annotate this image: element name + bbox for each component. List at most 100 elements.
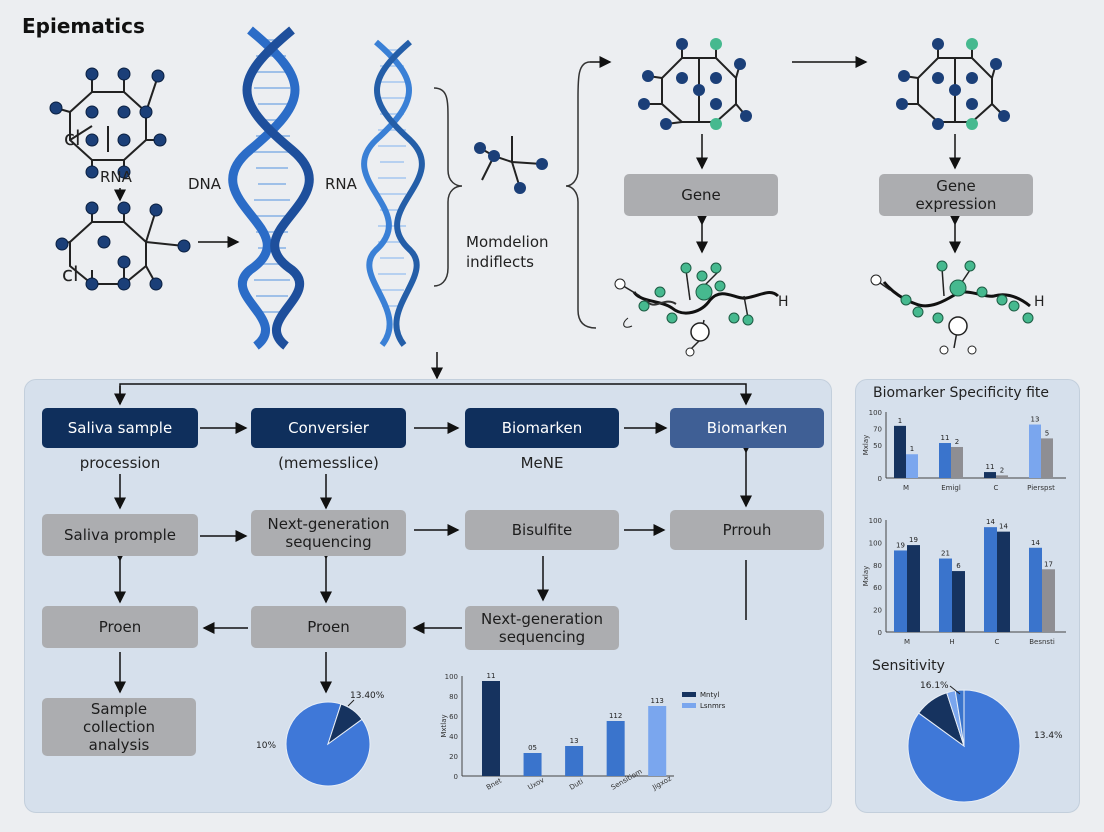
- prrouh-box[interactable]: Prrouh: [670, 510, 824, 550]
- dna-helix-icon: [228, 26, 314, 350]
- bar-data-label: 17: [1044, 560, 1053, 568]
- bar: [951, 446, 963, 478]
- bar: [565, 746, 584, 776]
- biomarker-chart-title: Biomarker Specificity fite: [873, 385, 1049, 401]
- bar-data-label: 1: [898, 417, 902, 425]
- x-tick-label: Pierspst: [1027, 484, 1055, 492]
- sample-collection-box[interactable]: Sample collection analysis: [42, 698, 196, 756]
- modulation-label: Momdelion indiflects: [466, 233, 549, 271]
- dna-helix-icon: [361, 39, 425, 347]
- bar-data-label: 6: [956, 562, 961, 570]
- bar: [894, 425, 906, 478]
- bar: [606, 721, 625, 776]
- bar: [523, 753, 542, 776]
- bar-data-label: 14: [999, 523, 1008, 531]
- top-illustration: [49, 26, 1034, 380]
- bar-data-label: 14: [1031, 539, 1040, 547]
- bar: [939, 558, 952, 632]
- bar: [1029, 424, 1041, 478]
- gene-box[interactable]: Gene: [624, 174, 778, 216]
- legend-label: Mntyl: [700, 691, 719, 699]
- ngs-box[interactable]: Next-generation sequencing: [251, 510, 406, 556]
- x-tick-label: M: [904, 638, 910, 646]
- page-title: Epiematics: [22, 14, 145, 38]
- y-tick-label: 100: [869, 409, 882, 417]
- bar-data-label: 11: [941, 434, 950, 442]
- bar: [648, 706, 667, 776]
- y-tick-label: 100: [869, 539, 882, 547]
- bar-data-label: 11: [487, 672, 496, 680]
- bar: [939, 443, 951, 478]
- sensitivity-title: Sensitivity: [872, 658, 945, 674]
- saliva-sample-box[interactable]: Saliva sample: [42, 408, 198, 448]
- biomarken-box-2[interactable]: Biomarken: [670, 408, 824, 448]
- x-tick-label: Bnet: [485, 777, 503, 792]
- y-tick-label: 100: [869, 517, 882, 525]
- protein-structure-icon: [870, 260, 1034, 355]
- bar: [1029, 547, 1042, 632]
- bar-data-label: 112: [609, 712, 622, 720]
- bar-data-label: 2: [955, 438, 959, 446]
- bar-data-label: 1: [910, 445, 914, 453]
- gene-expression-box[interactable]: Gene expression: [879, 174, 1033, 216]
- pie-slice: [327, 703, 363, 746]
- y-tick-label: 80: [873, 562, 882, 570]
- bar: [906, 454, 918, 478]
- bar: [996, 475, 1008, 478]
- pie-slice-label: 13.4%: [1034, 731, 1063, 741]
- y-tick-label: 70: [873, 426, 882, 434]
- bar: [482, 681, 500, 776]
- bisulfite-box[interactable]: Bisulfite: [465, 510, 619, 550]
- y-tick-label: 20: [449, 753, 458, 761]
- bar-data-label: 11: [986, 463, 995, 471]
- x-tick-label: H: [949, 638, 954, 646]
- bar-data-label: 13: [1031, 416, 1040, 424]
- biomarker-comparison-chart: 0206080100100Mxlay1919M216H1414C1417Besn…: [862, 517, 1066, 646]
- y-tick-label: 0: [454, 773, 458, 781]
- molecule-icon: [474, 136, 548, 194]
- y-tick-label: 20: [873, 607, 882, 615]
- pie-slice-label: 16.1%: [920, 681, 949, 691]
- y-tick-label: 80: [449, 693, 458, 701]
- conversier-box[interactable]: Conversier: [251, 408, 406, 448]
- x-tick-label: Besnsti: [1029, 638, 1055, 646]
- protein-structure-icon: [614, 262, 780, 357]
- bar: [907, 545, 920, 632]
- rna-label: RNA: [325, 175, 357, 193]
- proen-box[interactable]: Proen: [42, 606, 198, 648]
- bar: [1041, 438, 1053, 478]
- workflow-pie-chart: 10% 13.40%: [256, 691, 385, 787]
- bar-data-label: 21: [941, 550, 950, 558]
- bar: [997, 531, 1010, 632]
- pie-slice-label: 10%: [256, 741, 276, 751]
- leader-line: [949, 685, 961, 695]
- saliva-prompt-box[interactable]: Saliva promple: [42, 514, 198, 556]
- molecule-icon: [896, 38, 1010, 130]
- y-tick-label: 60: [873, 584, 882, 592]
- y-axis-label: Mxtlay: [440, 714, 448, 737]
- x-tick-label: Uxov: [527, 776, 546, 792]
- chlorine-label: cl: [64, 126, 81, 150]
- bar: [952, 571, 965, 632]
- biomarken-box[interactable]: Biomarken: [465, 408, 619, 448]
- y-tick-label: 100: [445, 673, 458, 681]
- bar: [1042, 569, 1055, 632]
- bar-data-label: 14: [986, 518, 995, 526]
- molecule-icon: [638, 38, 752, 130]
- workflow-bar-chart: 020406080100Mxtlay11Bnet05Uxov13Duti112S…: [440, 672, 726, 792]
- ngs-box-2[interactable]: Next-generation sequencing: [465, 606, 619, 650]
- bar: [984, 472, 996, 478]
- y-tick-label: 60: [449, 713, 458, 721]
- proen-box-2[interactable]: Proen: [251, 606, 406, 648]
- y-tick-label: 0: [878, 475, 882, 483]
- pie-slice-label: 13.40%: [350, 691, 385, 701]
- y-axis-label: Mxlay: [862, 566, 870, 587]
- bar-data-label: 05: [528, 744, 537, 752]
- bar-data-label: 5: [1045, 429, 1049, 437]
- x-tick-label: M: [903, 484, 909, 492]
- bar-data-label: 19: [896, 541, 905, 549]
- y-tick-label: 50: [873, 442, 882, 450]
- bar-data-label: 113: [651, 697, 664, 705]
